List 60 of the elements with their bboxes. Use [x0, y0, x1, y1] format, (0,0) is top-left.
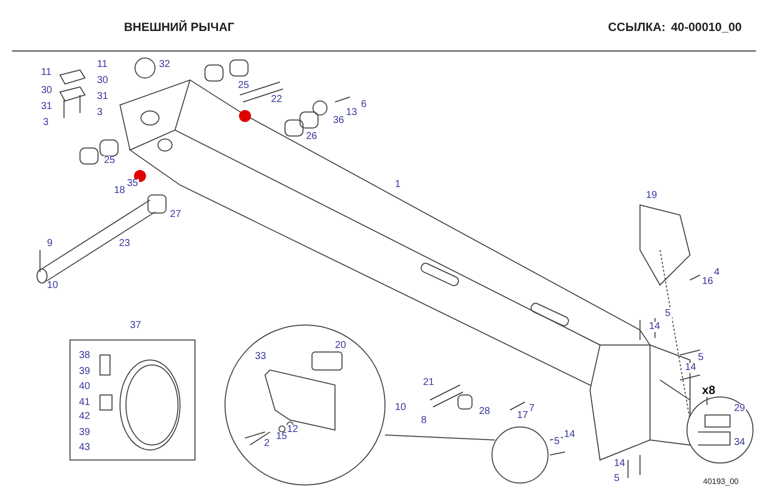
callout-number: 14	[563, 430, 576, 440]
callout-number: 2	[263, 439, 271, 449]
callout-number: 5	[697, 353, 705, 363]
page-title: ВНЕШНИЙ РЫЧАГ	[124, 21, 234, 33]
callout-number: 39	[78, 428, 92, 438]
callout-number: 4	[713, 268, 721, 278]
callout-number: 8	[420, 416, 428, 426]
callout-number: 15	[275, 432, 288, 442]
reference-label: ССЫЛКА:	[608, 21, 666, 33]
callout-number: 13	[345, 108, 358, 118]
callout-number: 31	[96, 92, 110, 102]
callout-number: 7	[528, 404, 536, 414]
drawing-number: 40193_00	[703, 478, 739, 486]
reference-code: 40-00010_00	[671, 21, 742, 33]
callout-number: 30	[40, 86, 54, 96]
callout-number: 36	[332, 116, 346, 126]
callout-number: 11	[40, 68, 52, 78]
callout-number: 14	[613, 459, 626, 469]
callout-number: 28	[478, 407, 492, 417]
callout-number: 22	[270, 95, 284, 105]
callout-number: 20	[334, 341, 348, 351]
callout-number: 25	[237, 81, 250, 91]
callout-number: 26	[305, 132, 318, 142]
callout-number: 29	[733, 404, 746, 414]
callout-number: 14	[648, 322, 662, 332]
callout-number: 43	[78, 443, 92, 453]
callout-number: 9	[46, 239, 54, 249]
callout-number: 38	[78, 351, 92, 361]
callout-number: 39	[78, 367, 92, 377]
callout-number: 12	[286, 425, 300, 435]
callout-number: 23	[118, 239, 132, 249]
callout-number: 1	[394, 180, 402, 190]
callout-number: 21	[422, 378, 436, 388]
callout-number: 5	[553, 437, 561, 447]
callout-number: 31	[40, 102, 54, 112]
quantity-label: x8	[702, 384, 716, 396]
callout-number: 3	[96, 108, 104, 118]
callout-number: 19	[645, 191, 658, 201]
callout-number: 35	[126, 179, 140, 189]
callout-number: 18	[113, 186, 126, 196]
callout-number: 30	[96, 76, 110, 86]
callout-number: 14	[684, 363, 698, 373]
callout-number: 33	[254, 352, 268, 362]
callout-number: 27	[169, 210, 182, 220]
callout-number: 42	[78, 412, 92, 422]
callout-number: 3	[42, 118, 50, 128]
callout-number: 41	[78, 398, 92, 408]
callout-number: 5	[664, 309, 672, 319]
callout-number: 25	[103, 156, 116, 166]
callout-number: 37	[129, 321, 142, 331]
callout-number: 32	[158, 60, 172, 70]
callout-number: 40	[78, 382, 92, 392]
callout-number: 10	[46, 281, 60, 291]
callout-number: 6	[360, 100, 368, 110]
callout-number: 5	[613, 474, 621, 484]
callout-number: 11	[96, 60, 108, 70]
callout-number: 34	[733, 438, 746, 448]
callout-number: 10	[394, 403, 408, 413]
callout-number: 17	[516, 411, 530, 421]
callout-number: 16	[701, 277, 714, 287]
